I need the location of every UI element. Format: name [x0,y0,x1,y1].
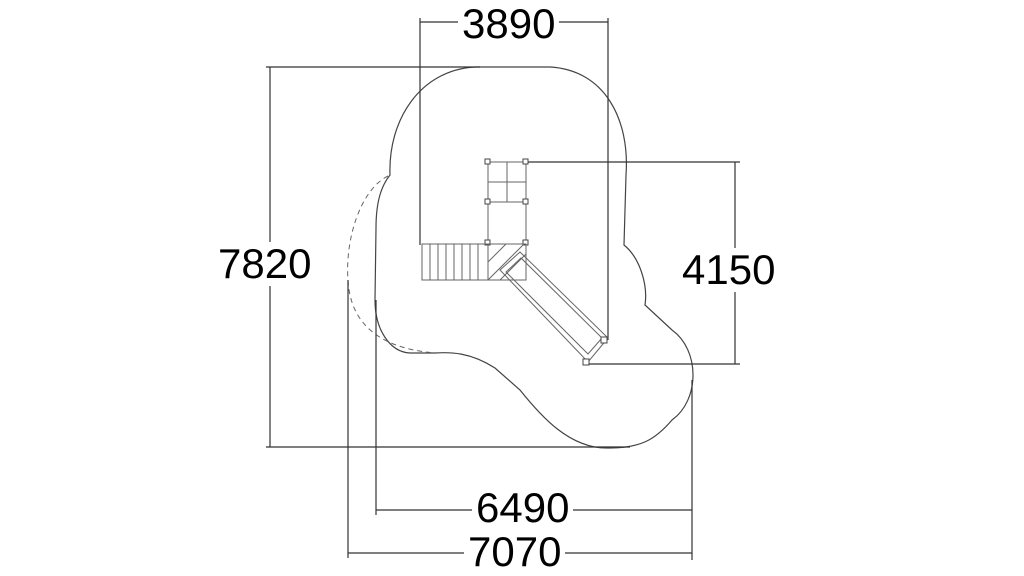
play-tower [484,158,529,246]
dimension-left-height: 7820 [214,242,316,286]
dimension-bottom-inner: 6490 [472,486,574,530]
access-steps [421,243,489,281]
dashed-extended-zone [347,175,436,354]
dimension-top-width: 3890 [458,2,560,46]
dimension-right-height: 4150 [678,248,780,292]
safety-zone-outline [374,66,694,449]
slide [499,251,609,366]
platform-hatch [487,243,527,281]
dimension-bottom-outer: 7070 [464,530,566,574]
